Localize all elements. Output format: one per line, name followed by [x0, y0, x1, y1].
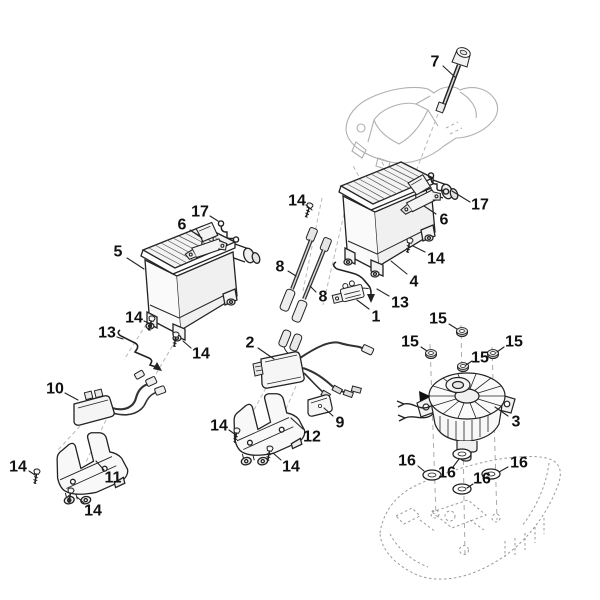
- leader-line-14: [272, 452, 282, 461]
- part-number-14: 14: [210, 418, 228, 435]
- part-number-15: 15: [505, 334, 523, 351]
- leader-line-10: [64, 392, 79, 401]
- leader-line-16: [417, 465, 425, 472]
- leader-line-3: [494, 406, 509, 417]
- leader-line-14: [76, 496, 85, 504]
- part-2-module: [252, 329, 375, 400]
- leader-line-4: [390, 260, 408, 275]
- leader-line-1: [356, 299, 370, 310]
- part-number-3: 3: [512, 414, 521, 431]
- part-13-wire-right: [332, 261, 375, 303]
- part-number-15: 15: [471, 350, 489, 367]
- part-10-module: [73, 369, 167, 426]
- part-11-bracket: [48, 425, 134, 510]
- part-number-13: 13: [391, 295, 409, 312]
- part-number-9: 9: [336, 415, 345, 432]
- part-7-rod: [435, 47, 471, 114]
- leader-line-2: [257, 347, 275, 360]
- leader-line-15: [465, 360, 473, 366]
- leader-line-9: [323, 407, 334, 417]
- part-number-16: 16: [510, 455, 528, 472]
- leader-line-14: [28, 470, 36, 476]
- part-9-box: [307, 394, 333, 417]
- part-number-14: 14: [125, 310, 143, 327]
- leader-line-15: [448, 323, 458, 330]
- leader-line-14: [412, 245, 426, 253]
- part-13-wire-left: [117, 329, 162, 371]
- part-number-10: 10: [46, 381, 64, 398]
- leader-line-11: [95, 460, 105, 471]
- leader-line-14: [143, 320, 152, 325]
- leader-line-14: [305, 204, 313, 211]
- part-number-11: 11: [105, 470, 122, 487]
- callout-layer: 7176144131148829121414176514141310111414…: [9, 54, 528, 520]
- leader-line-14: [182, 340, 192, 349]
- part-number-4: 4: [410, 274, 419, 291]
- part-number-2: 2: [246, 335, 255, 352]
- part-number-14: 14: [192, 346, 210, 363]
- part-number-12: 12: [303, 429, 321, 446]
- part-number-14: 14: [427, 251, 445, 268]
- part-number-16: 16: [398, 453, 416, 470]
- leader-line-5: [126, 257, 145, 270]
- part-number-14: 14: [9, 459, 27, 476]
- part-number-14: 14: [288, 193, 306, 210]
- part-number-16: 16: [438, 465, 456, 482]
- projection-guides: [57, 113, 439, 463]
- leader-line-13: [116, 336, 124, 340]
- part-number-6: 6: [178, 217, 187, 234]
- part-number-5: 5: [114, 244, 123, 261]
- leader-line-6: [189, 229, 203, 239]
- leader-line-17: [209, 215, 219, 222]
- leader-line-6: [423, 205, 437, 215]
- part-1-contact: [331, 280, 369, 304]
- leader-line-16: [452, 458, 460, 468]
- leader-line-16: [498, 466, 509, 473]
- part-number-6: 6: [440, 212, 449, 229]
- part-number-17: 17: [191, 204, 209, 221]
- part-number-15: 15: [401, 334, 419, 351]
- leader-line-14: [228, 429, 237, 436]
- part-number-8: 8: [276, 259, 285, 276]
- ghost-chassis: [379, 456, 561, 580]
- part-number-14: 14: [282, 459, 300, 476]
- part-number-1: 1: [372, 309, 381, 326]
- leader-line-12: [290, 417, 304, 430]
- part-number-16: 16: [473, 471, 491, 488]
- part-3-motor: [396, 372, 516, 462]
- part-number-7: 7: [431, 54, 440, 71]
- ghost-handle-housing: [345, 86, 499, 171]
- part-8-cables: [279, 227, 332, 323]
- part-number-15: 15: [429, 311, 447, 328]
- part-number-17: 17: [471, 197, 489, 214]
- part-number-14: 14: [84, 503, 102, 520]
- leader-line-13: [376, 288, 390, 297]
- leader-line-15: [496, 346, 505, 353]
- part-number-13: 13: [98, 325, 116, 342]
- leader-line-8: [287, 270, 297, 277]
- part-5-housing: [140, 225, 262, 342]
- leader-line-7: [442, 65, 457, 79]
- leader-line-15: [420, 346, 428, 352]
- leader-line-16: [466, 483, 474, 489]
- leader-line-17: [451, 190, 471, 203]
- leader-line-8: [309, 285, 317, 293]
- part-number-8: 8: [319, 289, 328, 306]
